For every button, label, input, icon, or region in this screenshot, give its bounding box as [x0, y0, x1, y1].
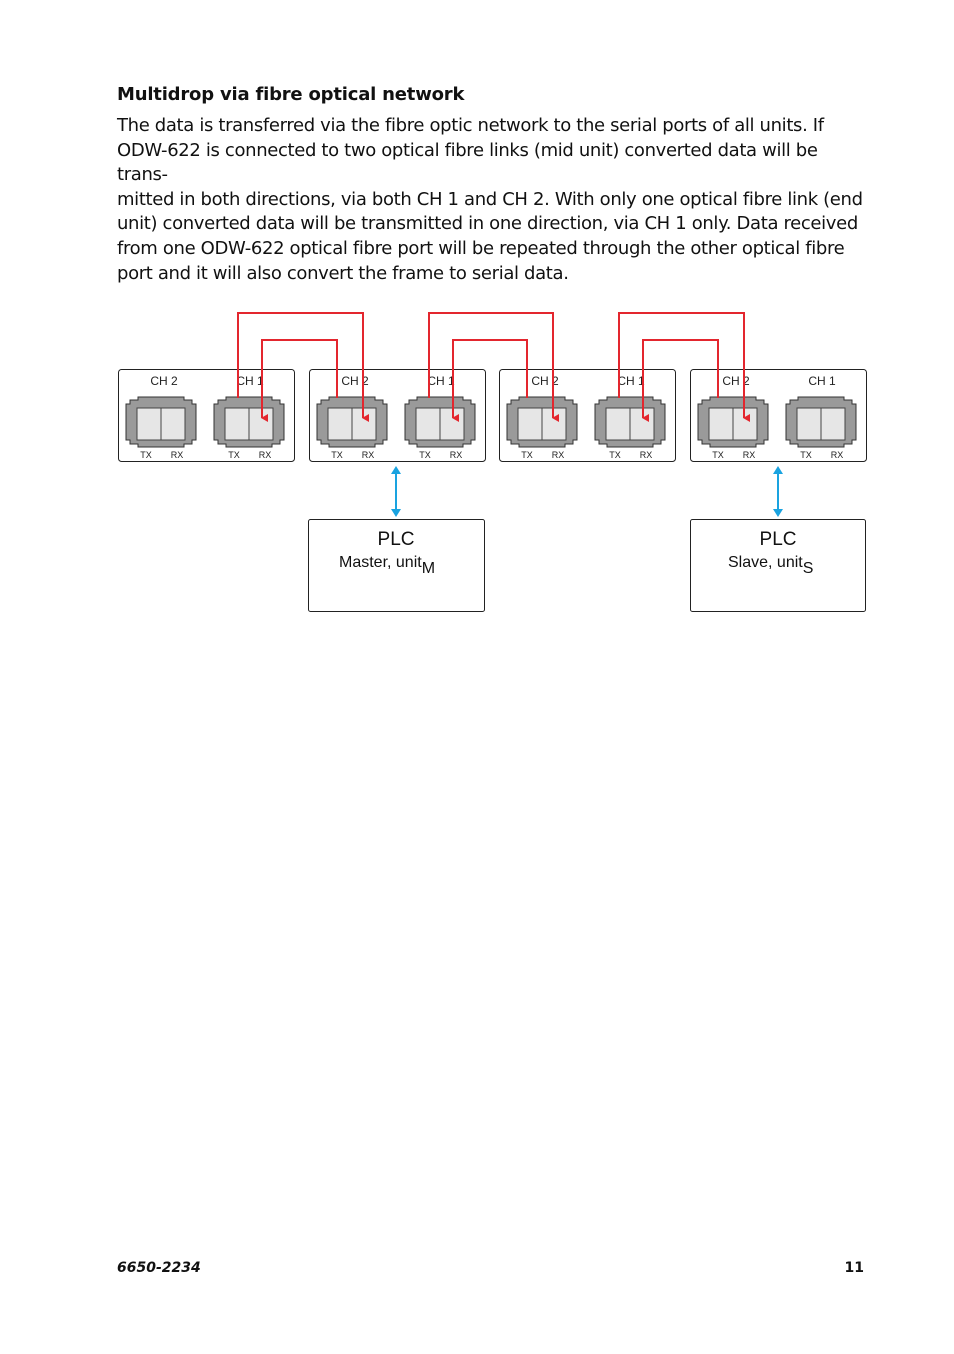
- paragraph-line: from one ODW-622 optical fibre port will…: [117, 237, 845, 259]
- plc-slave-subscript: S: [803, 560, 814, 577]
- ch1-label: CH 1: [808, 374, 836, 388]
- odw-622-unit: CH 2 CH 1 TX RX TX RX: [118, 369, 295, 462]
- ch1-label: CH 1: [427, 374, 455, 388]
- tx-label: TX: [712, 450, 724, 460]
- paragraph-line: port and it will also convert the frame …: [117, 262, 569, 284]
- paragraph-line: mitted in both directions, via both CH 1…: [117, 188, 863, 210]
- rx-label: RX: [831, 450, 844, 460]
- plc-slave-title: PLC: [760, 529, 797, 550]
- plc-master-subtitle: Master, unit: [339, 554, 422, 571]
- tx-label: TX: [521, 450, 533, 460]
- ch1-label: CH 1: [617, 374, 645, 388]
- fibre-link: [428, 312, 559, 422]
- ch1-connector: TX RX: [404, 396, 476, 460]
- tx-label: TX: [419, 450, 431, 460]
- ch1-connector: TX RX: [594, 396, 666, 460]
- fibre-link: [261, 339, 338, 422]
- rx-label: RX: [640, 450, 653, 460]
- serial-link-arrow-up: [773, 466, 783, 474]
- fibre-link: [452, 339, 528, 422]
- ch2-label: CH 2: [341, 374, 369, 388]
- plc-slave-subtitle: Slave, unit: [728, 554, 803, 571]
- tx-label: TX: [228, 450, 240, 460]
- ch2-label: CH 2: [531, 374, 559, 388]
- tx-label: TX: [331, 450, 343, 460]
- plc-slave-box: PLC Slave, unitS: [690, 519, 866, 612]
- section-heading: Multidrop via fibre optical network: [117, 84, 465, 105]
- ch2-connector: TX RX: [506, 396, 578, 460]
- fibre-link: [618, 312, 750, 422]
- paragraph-line: ODW-622 is connected to two optical fibr…: [117, 139, 818, 186]
- page-number: 11: [844, 1260, 864, 1276]
- serial-link-arrow-up: [391, 466, 401, 474]
- plc-slave-label: Slave, unitS: [728, 554, 813, 577]
- rx-label: RX: [743, 450, 756, 460]
- rx-label: RX: [171, 450, 184, 460]
- rx-label: RX: [362, 450, 375, 460]
- odw-622-unit: CH 2 CH 1 TX RX TX RX: [690, 369, 867, 462]
- serial-link-arrow-down: [773, 509, 783, 517]
- odw-622-unit: CH 2 CH 1 TX RX TX RX: [499, 369, 676, 462]
- ch2-connector: TX RX: [125, 396, 197, 460]
- ch2-label: CH 2: [150, 374, 178, 388]
- plc-master-title: PLC: [378, 529, 415, 550]
- plc-master-subscript: M: [422, 560, 435, 577]
- rx-label: RX: [450, 450, 463, 460]
- ch1-label: CH 1: [236, 374, 264, 388]
- document-number: 6650-2234: [117, 1260, 201, 1276]
- tx-label: TX: [800, 450, 812, 460]
- rx-label: RX: [552, 450, 565, 460]
- ch2-connector: TX RX: [316, 396, 388, 460]
- odw-622-unit: CH 2 CH 1 TX RX TX RX: [309, 369, 486, 462]
- body-paragraph: The data is transferred via the fibre op…: [117, 114, 867, 286]
- ch2-label: CH 2: [722, 374, 750, 388]
- rx-label: RX: [259, 450, 272, 460]
- multidrop-network-diagram: CH 2 CH 1 TX RX TX RX CH 2 CH 1 TX RX TX RX CH 2 CH 1…: [118, 312, 867, 612]
- ch2-connector: TX RX: [697, 396, 769, 460]
- paragraph-line: The data is transferred via the fibre op…: [117, 115, 824, 136]
- paragraph-line: unit) converted data will be transmitted…: [117, 213, 858, 235]
- ch1-connector: TX RX: [785, 396, 857, 460]
- tx-label: TX: [609, 450, 621, 460]
- plc-master-box: PLC Master, unitM: [308, 519, 485, 612]
- serial-link: [391, 466, 401, 517]
- fibre-link: [642, 339, 719, 422]
- serial-link: [773, 466, 783, 517]
- ch1-connector: TX RX: [213, 396, 285, 460]
- fibre-link: [237, 312, 369, 422]
- plc-master-label: Master, unitM: [339, 554, 435, 577]
- tx-label: TX: [140, 450, 152, 460]
- serial-link-arrow-down: [391, 509, 401, 517]
